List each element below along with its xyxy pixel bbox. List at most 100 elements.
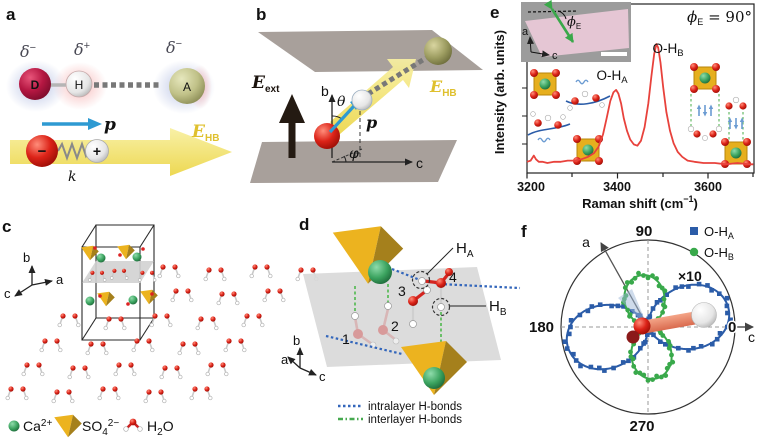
- O-HA-data-point: [658, 298, 663, 303]
- water-molecule-pair: [249, 263, 273, 279]
- interlayer-vibration-inset: [687, 62, 752, 169]
- O-HB-data-point: [650, 377, 655, 382]
- O-HA-data-point: [724, 295, 730, 301]
- water-legend-label: H2O: [147, 418, 174, 438]
- water-molecule-pair: [97, 385, 121, 401]
- spring-constant-label: k: [68, 169, 76, 185]
- O-HA-data-point: [705, 283, 710, 288]
- a-axis-label: a: [56, 272, 64, 287]
- O-HB-data-point: [636, 270, 641, 276]
- O-HA-data-point: [664, 292, 669, 297]
- panel-f-polar-plot: f a c 90 180 0 270 ×10 O-HA O-HB: [521, 222, 755, 435]
- x-tick-3200: 3200: [517, 180, 545, 194]
- O-HA-data-point: [609, 303, 614, 309]
- calcium-legend-icon: [8, 420, 20, 432]
- acceptor-atom-label: A: [183, 80, 191, 94]
- O-HA-data-point: [620, 360, 626, 365]
- O-HB-data-point: [666, 339, 671, 344]
- water-molecule-pair: [262, 287, 286, 303]
- water-molecule-pair: [21, 361, 45, 377]
- site-1-label: 1: [342, 331, 350, 347]
- site-3-label: 3: [398, 283, 406, 299]
- water-molecule-pair: [51, 388, 75, 404]
- x-axis-ticks: [526, 173, 754, 179]
- O-HA-data-point: [710, 341, 715, 347]
- O-HA-data-point: [686, 284, 691, 289]
- ha-dashed-circle: [411, 270, 431, 290]
- water-molecule-pair: [157, 263, 181, 279]
- O-HB-data-point: [650, 273, 655, 279]
- O-HB-data-point: [654, 373, 659, 379]
- b-axis-label: b: [321, 83, 329, 99]
- water-layer-plane: [303, 267, 501, 367]
- O-HA-data-point: [648, 330, 654, 335]
- O-HA-data-point: [589, 304, 595, 309]
- c-axis-label: c: [4, 286, 11, 301]
- O-HB-data-point: [660, 310, 665, 315]
- hydrogen-sphere: [351, 89, 373, 111]
- x-tick-3600: 3600: [694, 180, 722, 194]
- panel-label-c: c: [2, 217, 11, 236]
- O-HB-data-point: [641, 372, 647, 378]
- minus-sign: −: [38, 143, 47, 160]
- panel-e-raman-spectrum: e 3200 3400 3600 Raman shift (cm−1) Inte…: [490, 0, 755, 211]
- oxygen-sphere-back: [626, 330, 640, 344]
- c-axis-label: c: [416, 155, 423, 171]
- donor-atom-label: D: [31, 78, 40, 92]
- hbond-field-arrow: [330, 59, 416, 134]
- delta-minus-left: δ−: [20, 42, 36, 61]
- O-HB-data-point: [628, 349, 633, 355]
- O-HB-data-point: [667, 343, 673, 348]
- hbond-field-label: EHB: [429, 77, 457, 99]
- O-HA-data-point: [577, 312, 583, 318]
- O-HA-data-point: [654, 300, 660, 305]
- water-molecule-pair: [159, 364, 183, 380]
- O-HB-data-point: [641, 273, 646, 278]
- dipole-arrow: [328, 104, 356, 134]
- water-molecule-pair: [67, 364, 91, 380]
- local-axes: b a c: [281, 333, 326, 384]
- dipole-label: p: [104, 115, 116, 135]
- O-HB-data-point: [659, 374, 664, 380]
- panel-label-d: d: [299, 215, 309, 234]
- water-molecule-pair: [113, 361, 137, 377]
- O-HB-data-point: [637, 370, 643, 376]
- peak-label-ohb: O-HB: [652, 41, 683, 59]
- hb-dashed-circle: [431, 297, 451, 317]
- hbond-legend: intralayer H-bonds interlayer H-bonds: [338, 401, 462, 426]
- a-axis-label: a: [281, 352, 289, 367]
- oxygen-sphere: [633, 317, 651, 335]
- panel-label-a: a: [6, 5, 16, 24]
- b-axis-label: b: [293, 333, 300, 348]
- intralayer-legend-label: intralayer H-bonds: [368, 401, 462, 413]
- hb-label: HB: [489, 298, 507, 318]
- spring: [57, 140, 90, 161]
- water-molecule-pair: [203, 266, 227, 282]
- inset-phi-label: ϕE: [567, 15, 581, 31]
- upper-layer-plane: [258, 30, 483, 72]
- angle-180-label: 180: [529, 319, 554, 336]
- angle-0-label: 0: [728, 319, 736, 336]
- polarization-double-arrow: [543, 0, 575, 43]
- x-tick-3400: 3400: [603, 180, 631, 194]
- calcium-sphere-top: [368, 260, 392, 284]
- ha-pointer-line: [426, 247, 454, 275]
- O-HB-data-point: [664, 365, 670, 371]
- panel-label-b: b: [256, 5, 266, 24]
- sulfate-legend-label: SO42−: [82, 418, 119, 438]
- ohb-legend-label: O-HB: [704, 245, 734, 262]
- O-HA-data-point: [597, 365, 602, 371]
- O-HB-data-point: [661, 296, 667, 302]
- water-legend-icon: [123, 418, 143, 432]
- O-HB-data-point: [669, 352, 674, 358]
- O-HB-data-point: [645, 378, 651, 383]
- O-HA-data-point: [698, 344, 704, 349]
- raman-spectrum-curve: [526, 43, 754, 166]
- polarization-angle-annotation: ϕE = 90°: [687, 8, 752, 27]
- interlayer-legend-label: interlayer H-bonds: [368, 414, 462, 426]
- O-HA-data-point: [568, 324, 573, 330]
- panel-label-e: e: [490, 3, 499, 22]
- O-HA-data-point: [643, 339, 648, 345]
- water-molecule-pair: [149, 312, 173, 328]
